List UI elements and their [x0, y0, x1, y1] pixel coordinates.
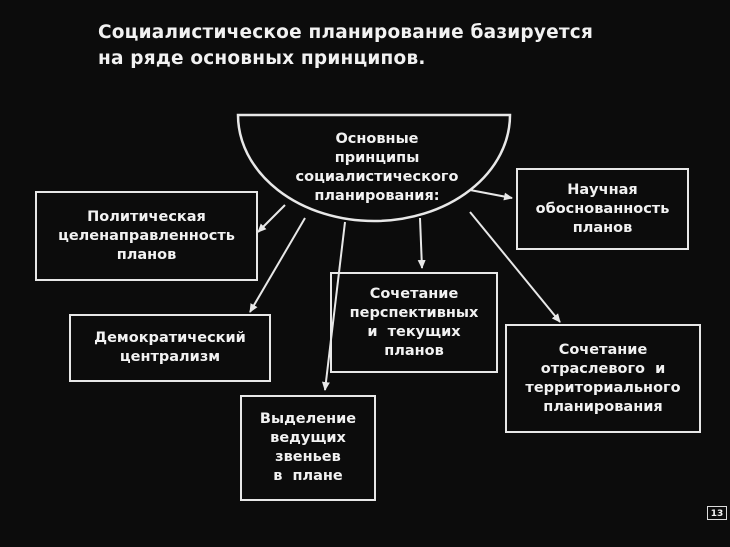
box-line: Сочетание: [369, 285, 459, 302]
arrow-to-leading-links: [321, 221, 346, 391]
box-line: территориального: [525, 379, 681, 396]
arrow-to-sectoral: [469, 211, 561, 323]
hub-line: Основные: [335, 131, 419, 147]
page-number: 13: [707, 506, 727, 520]
box-line: обоснованность: [535, 200, 670, 217]
slide-title: Социалистическое планирование базируется…: [98, 20, 698, 72]
box-democratic: Демократический централизм: [69, 314, 271, 382]
box-line: планов: [116, 246, 177, 263]
hub-line: социалистического: [295, 169, 459, 185]
box-line: Научная: [567, 181, 638, 198]
box-line: Сочетание: [558, 341, 648, 358]
box-combination-plans: Сочетание перспективных и текущих планов: [330, 272, 498, 373]
arrow-to-democratic: [249, 217, 306, 313]
box-line: Политическая: [87, 208, 206, 225]
box-leading-links: Выделение ведущих звеньев в плане: [240, 395, 376, 501]
hub-line: принципы: [334, 150, 420, 166]
box-line: перспективных: [349, 304, 479, 321]
box-line: звеньев: [275, 449, 341, 465]
hub-label: Основные принципы социалистического план…: [272, 130, 482, 206]
box-sectoral: Сочетание отраслевого и территориального…: [505, 324, 701, 433]
box-line: ведущих: [270, 430, 346, 446]
hub-line: планирования:: [314, 188, 440, 204]
box-line: и текущих: [367, 323, 461, 340]
hub-semicircle: [236, 113, 512, 223]
box-line: планов: [384, 342, 444, 359]
arrow-to-scientific: [469, 189, 513, 201]
box-line: целенаправленность: [58, 227, 235, 244]
box-political: Политическая целенаправленность планов: [35, 191, 258, 281]
box-line: отраслевого и: [540, 360, 666, 377]
box-line: Демократический: [94, 330, 246, 346]
arrow-to-combination-plans: [417, 217, 426, 269]
box-line: планирования: [543, 398, 663, 415]
box-line: в плане: [273, 468, 343, 484]
box-scientific: Научная обоснованность планов: [516, 168, 689, 250]
box-line: Выделение: [259, 411, 357, 427]
title-line-2: на ряде основных принципов.: [98, 48, 426, 69]
box-line: централизм: [119, 349, 221, 365]
arrow-to-political: [257, 204, 286, 233]
box-line: планов: [572, 219, 633, 236]
title-line-1: Социалистическое планирование базируется: [98, 22, 594, 43]
